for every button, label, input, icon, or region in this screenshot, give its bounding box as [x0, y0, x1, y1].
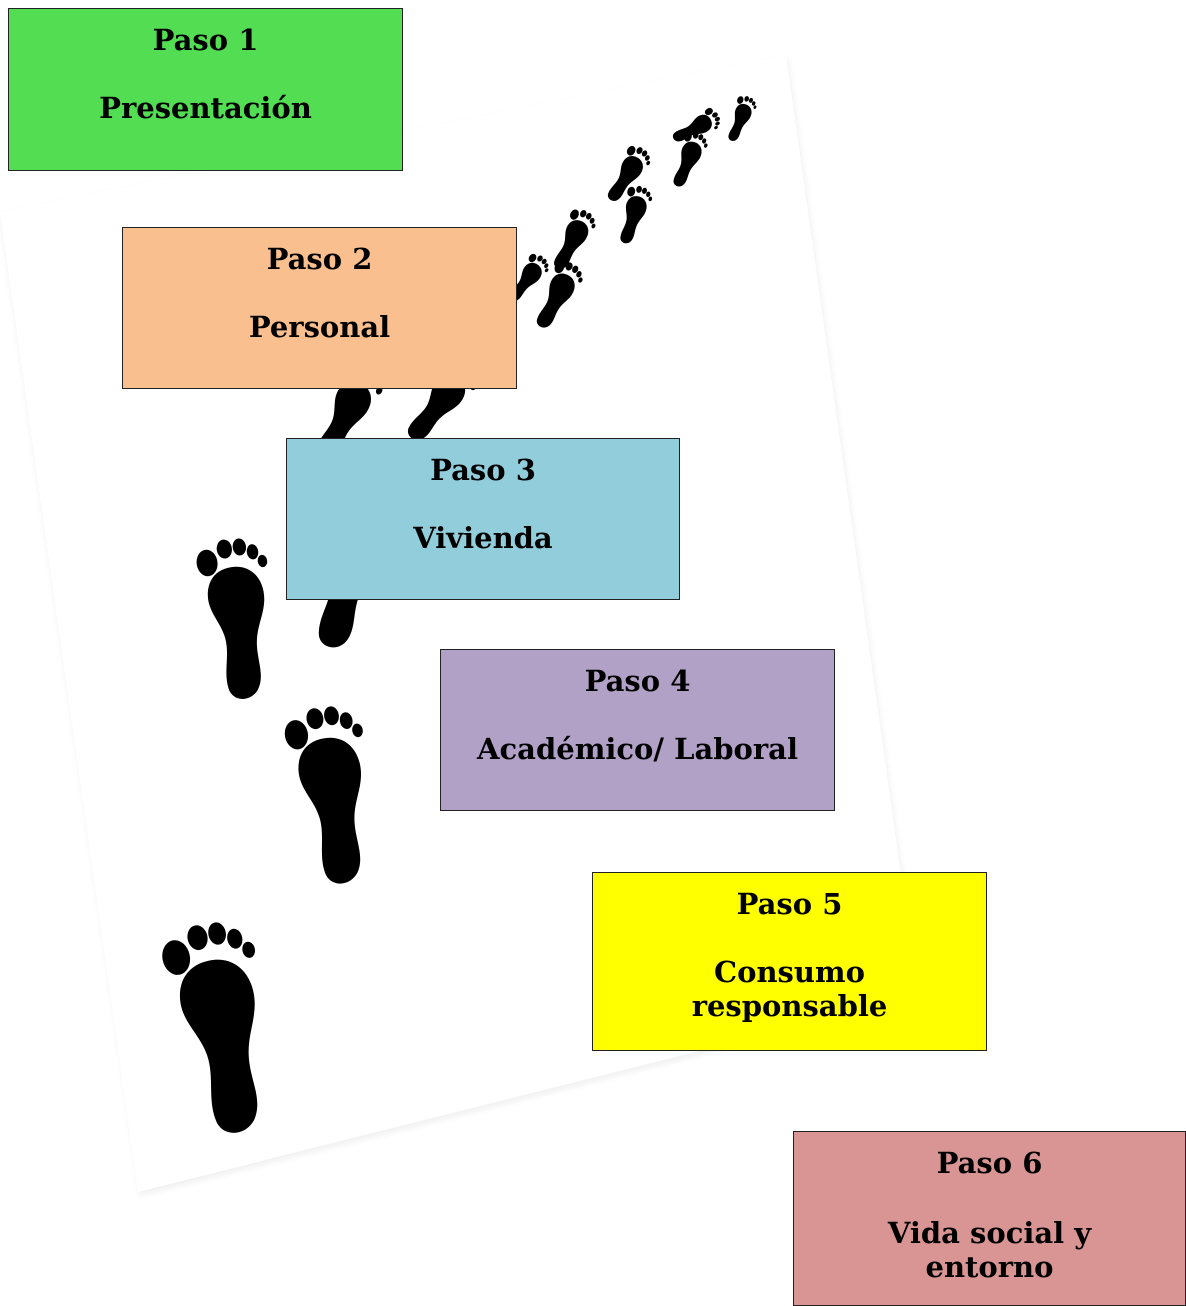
step-name: Vivienda	[413, 521, 553, 555]
step-number: Paso 2	[266, 242, 373, 276]
step-box-6: Paso 6 Vida social y entorno	[793, 1131, 1186, 1306]
step-name: Personal	[248, 310, 391, 344]
step-box-3: Paso 3 Vivienda	[286, 438, 680, 600]
step-name: Académico/ Laboral	[477, 732, 798, 766]
step-number: Paso 4	[584, 664, 691, 698]
step-box-4: Paso 4 Académico/ Laboral	[440, 649, 835, 811]
step-name: Vida social y entorno	[887, 1216, 1092, 1284]
step-number: Paso 6	[936, 1146, 1043, 1180]
step-box-1: Paso 1 Presentación	[8, 8, 403, 171]
step-box-5: Paso 5 Consumo responsable	[592, 872, 987, 1051]
step-name: Consumo responsable	[691, 955, 888, 1023]
step-name: Presentación	[99, 91, 312, 125]
step-number: Paso 1	[152, 23, 259, 57]
step-number: Paso 5	[736, 887, 843, 921]
step-number: Paso 3	[430, 453, 536, 487]
step-box-2: Paso 2 Personal	[122, 227, 517, 389]
